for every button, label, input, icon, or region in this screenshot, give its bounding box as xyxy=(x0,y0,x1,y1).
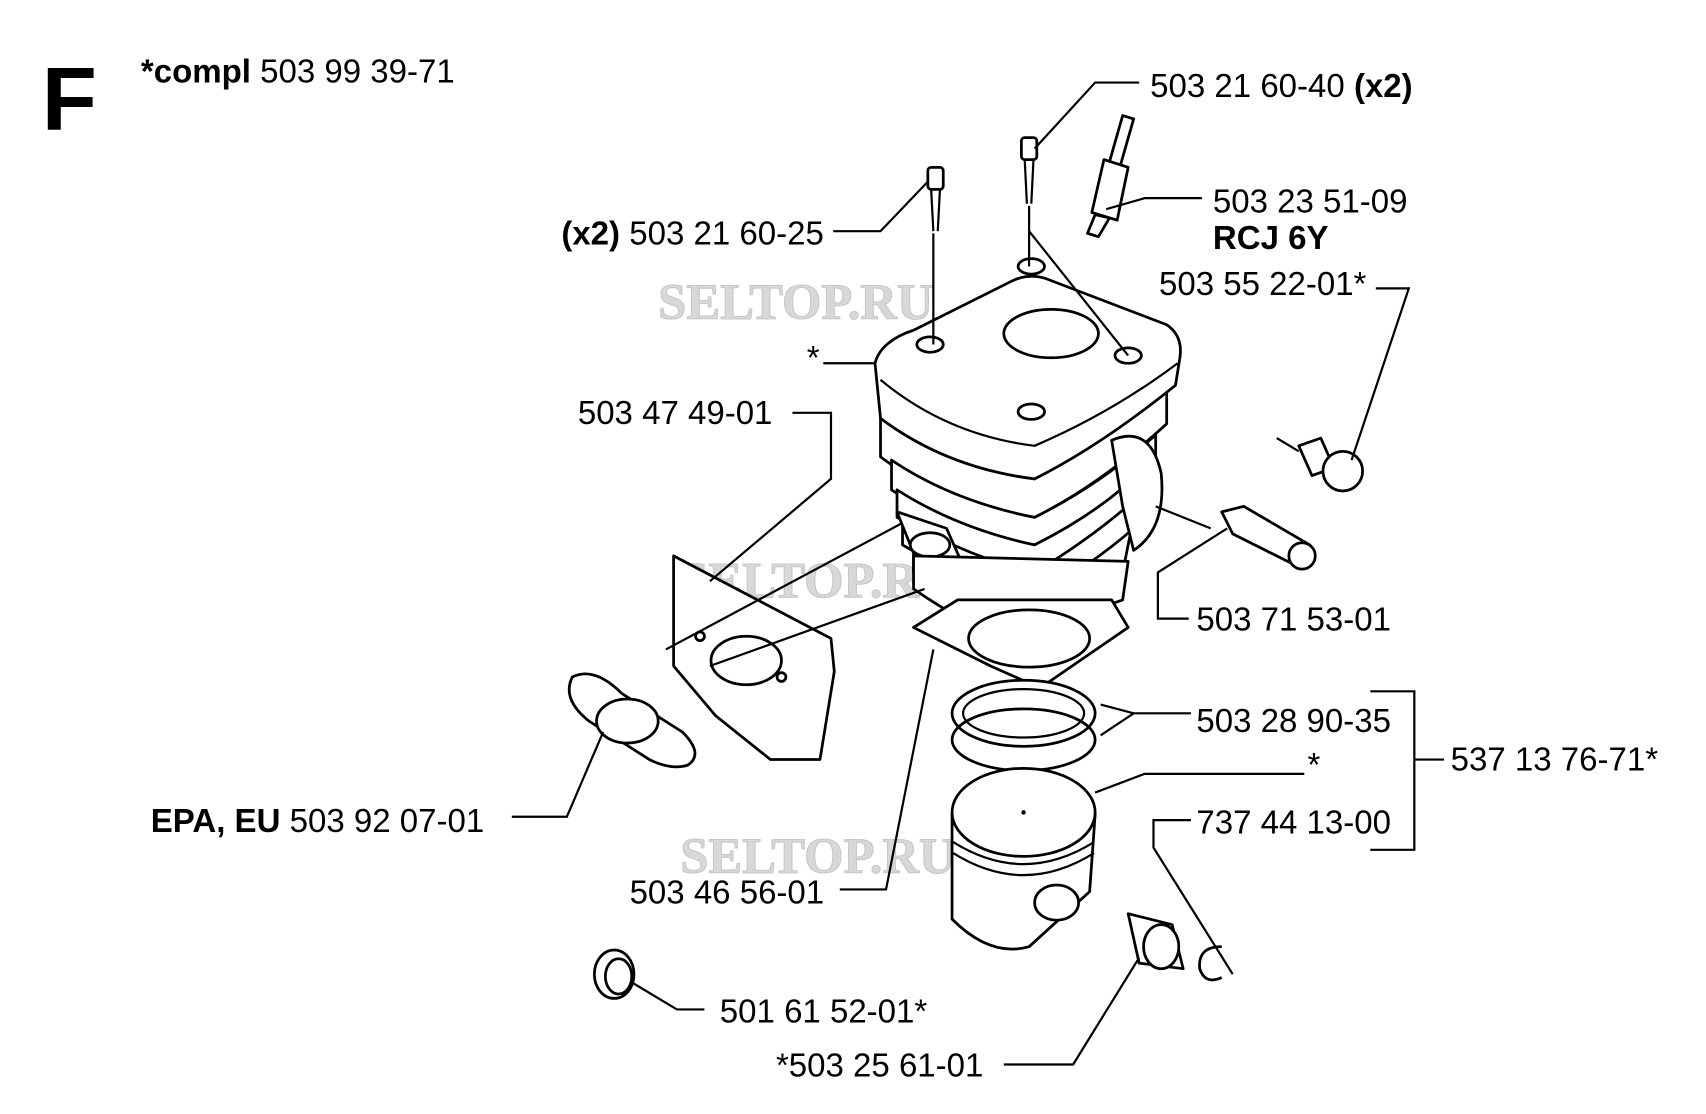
label-503-47-49-01: 503 47 49-01 xyxy=(578,394,773,431)
label-737-44-13-00: 737 44 13-00 xyxy=(1196,803,1391,840)
label-503-92-07-01: EPA, EU 503 92 07-01 xyxy=(151,802,484,839)
label-503-23-51-09: 503 23 51-09 xyxy=(1213,182,1408,219)
compl-label: *compl 503 99 39-71 xyxy=(141,53,455,90)
label-503-71-53-01: 503 71 53-01 xyxy=(1196,601,1391,638)
label-rcj-6y: RCJ 6Y xyxy=(1213,219,1329,256)
label-537-13-76-71: 537 13 76-71* xyxy=(1451,741,1659,778)
label-piston-asterisk: * xyxy=(1308,746,1321,783)
needle-bearing-drawing xyxy=(1126,912,1185,971)
piston-rings-drawing xyxy=(950,678,1097,772)
section-letter: F xyxy=(42,49,97,150)
heat-shield-drawing xyxy=(672,554,836,761)
label-cylinder-asterisk: * xyxy=(807,339,820,376)
label-501-61-52-01: 501 61 52-01* xyxy=(720,993,928,1030)
watermark: SELTOP.RU xyxy=(658,274,933,330)
spark-plug-drawing xyxy=(1086,114,1136,239)
screws-drawing xyxy=(926,136,1039,232)
watermark: SELTOP.RU xyxy=(680,828,955,884)
label-503-21-60-25: (x2) 503 21 60-25 xyxy=(561,214,823,251)
label-503-25-61-01: *503 25 61-01 xyxy=(776,1047,983,1084)
label-503-21-60-40: 503 21 60-40 (x2) xyxy=(1150,67,1412,104)
cover-drawing xyxy=(592,948,636,1000)
piston-drawing xyxy=(950,766,1097,951)
cylinder-gasket-drawing xyxy=(912,598,1130,690)
decomp-valve-drawing xyxy=(1220,436,1364,571)
muffler-gasket-drawing xyxy=(567,672,697,769)
label-503-55-22-01: 503 55 22-01* xyxy=(1159,265,1367,302)
circlip-drawing xyxy=(1198,945,1223,982)
label-503-28-90-35: 503 28 90-35 xyxy=(1196,702,1391,739)
label-503-46-56-01: 503 46 56-01 xyxy=(630,874,825,911)
leader-lines xyxy=(511,81,1445,1066)
